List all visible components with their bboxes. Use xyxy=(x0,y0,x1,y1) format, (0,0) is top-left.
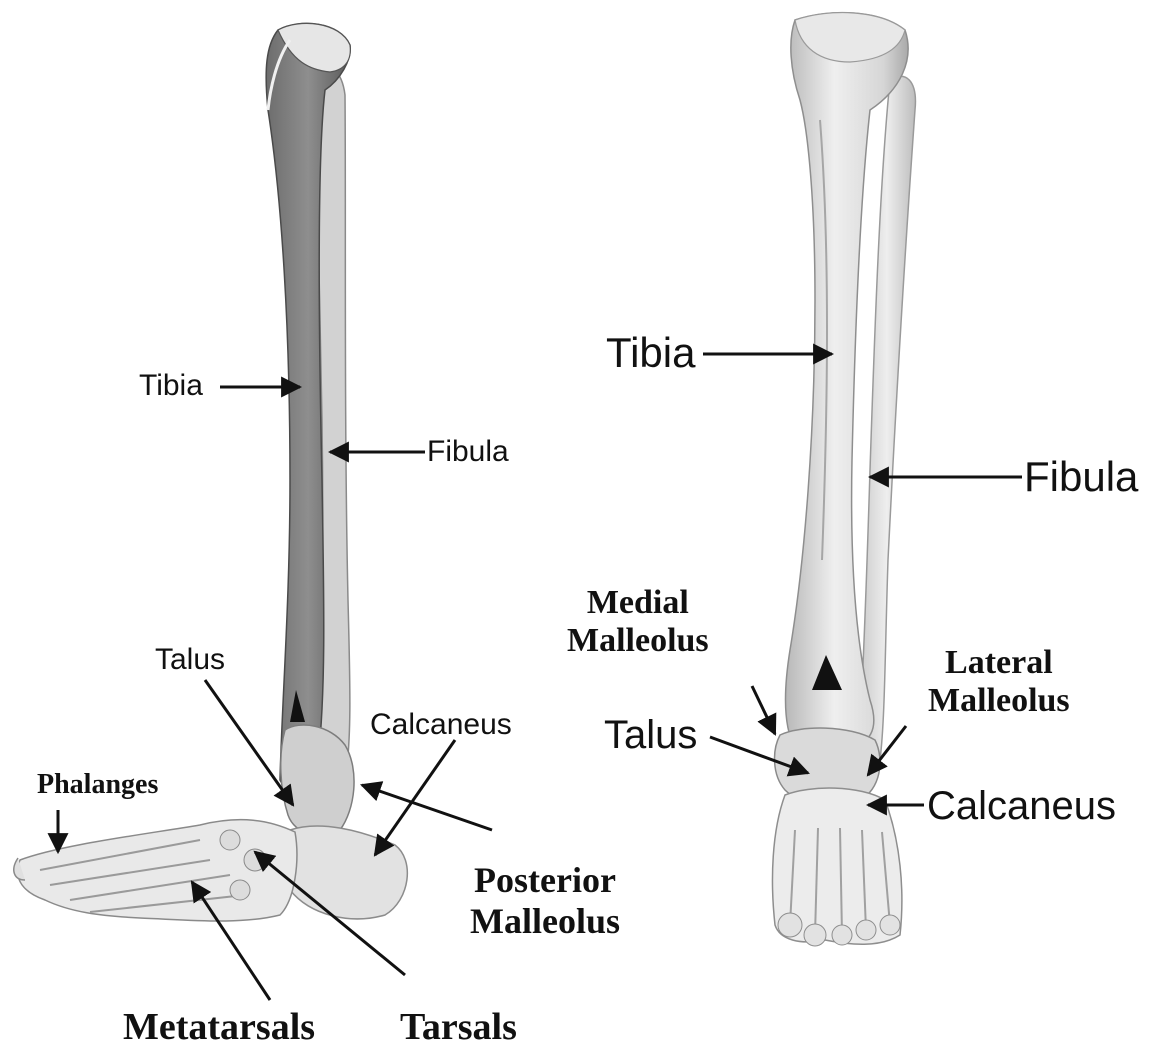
label-right-tibia: Tibia xyxy=(606,332,695,374)
label-left-calcaneus: Calcaneus xyxy=(370,710,512,740)
arrow-right-medial-malleolus xyxy=(752,686,775,734)
arrow-left-posterior-malleolus xyxy=(362,785,492,830)
label-left-tarsals: Tarsals xyxy=(400,1008,517,1046)
label-left-talus: Talus xyxy=(155,645,225,675)
label-right-lateral-malleolus-line1: Lateral xyxy=(928,644,1070,682)
label-right-fibula: Fibula xyxy=(1024,456,1138,498)
label-left-posterior-malleolus-line2: Malleolus xyxy=(470,901,620,942)
label-right-medial-malleolus-line2: Malleolus xyxy=(567,622,709,660)
label-right-medial-malleolus-line1: Medial xyxy=(567,584,709,622)
arrow-left-talus xyxy=(205,680,293,805)
label-right-lateral-malleolus-line2: Malleolus xyxy=(928,682,1070,720)
label-left-phalanges: Phalanges xyxy=(37,771,158,799)
right-fibula-bone xyxy=(858,76,915,760)
label-left-posterior-malleolus: Posterior Malleolus xyxy=(470,860,620,943)
label-right-medial-malleolus: Medial Malleolus xyxy=(567,584,709,660)
label-left-posterior-malleolus-line1: Posterior xyxy=(470,860,620,901)
arrow-left-calcaneus xyxy=(375,740,455,855)
left-ankle-bones xyxy=(281,725,354,835)
label-right-talus: Talus xyxy=(604,715,697,755)
label-left-metatarsals: Metatarsals xyxy=(123,1008,315,1046)
label-right-lateral-malleolus: Lateral Malleolus xyxy=(928,644,1070,720)
left-calcaneus-bone xyxy=(283,826,408,919)
label-right-calcaneus: Calcaneus xyxy=(927,786,1116,826)
label-left-tibia: Tibia xyxy=(139,371,203,401)
label-left-fibula: Fibula xyxy=(427,437,509,467)
